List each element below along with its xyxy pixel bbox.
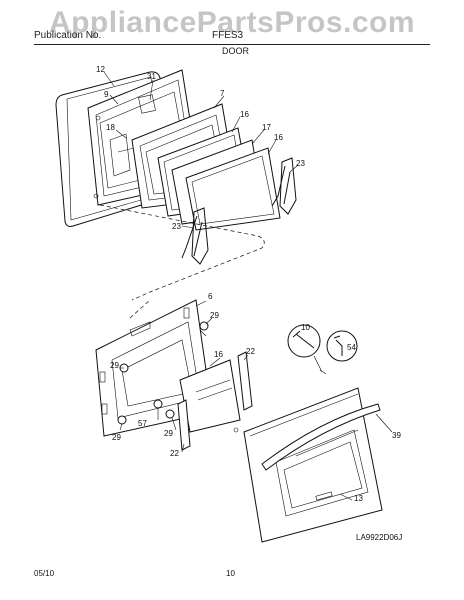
callout-10: 10 (301, 323, 310, 332)
callout-18: 18 (106, 123, 115, 132)
callout-57: 57 (138, 419, 147, 428)
section-title: DOOR (222, 46, 249, 56)
footer-page-number: 10 (226, 569, 235, 578)
callout-23-right: 23 (296, 159, 305, 168)
assembly-line-link (129, 299, 151, 319)
callout-16-lower: 16 (214, 350, 223, 359)
screw-29-d (117, 415, 127, 425)
callout-9: 9 (104, 90, 109, 99)
callout-13: 13 (354, 494, 363, 503)
callout-29-d: 29 (164, 429, 173, 438)
footer-date: 05/10 (34, 569, 55, 578)
callout-39: 39 (392, 431, 401, 440)
callout-16-upper-a: 16 (240, 110, 249, 119)
callout-54: 54 (347, 343, 356, 352)
publication-number: Publication No. (34, 30, 102, 41)
callout-6: 6 (208, 292, 213, 301)
callout-16-upper-b: 16 (274, 133, 283, 142)
screw-57 (153, 399, 163, 409)
door-hinge-left (181, 207, 209, 265)
detail-screw-54 (326, 330, 358, 362)
screw-29-e (165, 409, 175, 419)
glass-channel-left (177, 399, 191, 451)
door-hinge-right (271, 157, 297, 215)
callout-7: 7 (220, 89, 225, 98)
outer-door-panel (233, 387, 383, 543)
outer-glass-panel (185, 147, 281, 231)
callout-22-left: 22 (170, 449, 179, 458)
callout-29-c: 29 (112, 433, 121, 442)
callout-29-a: 29 (210, 311, 219, 320)
leaders-lower (119, 300, 393, 501)
callout-12: 12 (96, 65, 105, 74)
callout-29-b: 29 (110, 361, 119, 370)
header-rule (34, 44, 430, 45)
watermark: AppliancePartsPros.com (48, 6, 416, 39)
model-number: FFES3 (212, 30, 244, 41)
detail-screw-10 (287, 324, 327, 375)
callout-23-left: 23 (172, 222, 181, 231)
leaders-upper (103, 71, 299, 229)
assembly-line-upper (99, 204, 265, 301)
glass-channel-right (237, 351, 253, 411)
door-handle (261, 403, 381, 471)
callout-17: 17 (262, 123, 271, 132)
drawing-code: LA9922D06J (356, 533, 403, 542)
callout-22-right: 22 (246, 347, 255, 356)
callout-31: 31 (147, 72, 156, 81)
